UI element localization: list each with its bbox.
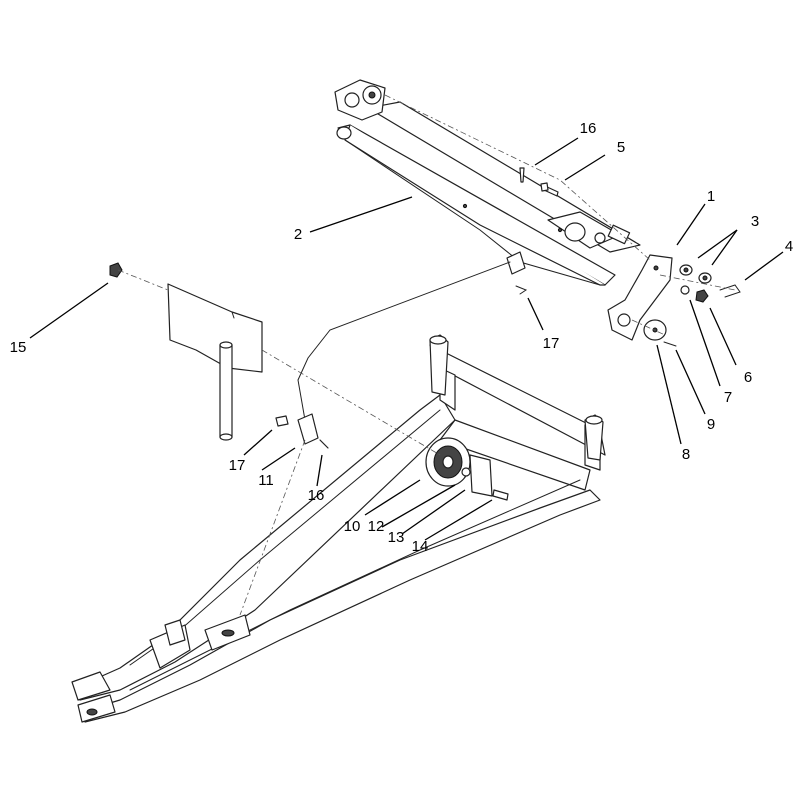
callout-17-right: 17: [543, 335, 560, 352]
mount-plate: [607, 254, 673, 341]
linkage-rod: [275, 261, 511, 449]
callout-10: 10: [344, 518, 361, 535]
callout-14: 14: [412, 538, 429, 555]
callout-1: 1: [707, 188, 715, 205]
callout-15: 15: [10, 339, 27, 356]
hardware-right: [643, 264, 741, 347]
callout-8: 8: [682, 446, 690, 463]
callout-17-left: 17: [229, 457, 246, 474]
callout-4: 4: [785, 238, 793, 255]
callout-7: 7: [724, 389, 732, 406]
trailer-frame: [71, 334, 606, 723]
callout-9: 9: [707, 416, 715, 433]
pivot-bar: [334, 79, 641, 286]
leader-lines: [29, 137, 784, 541]
assembly-lines: [117, 94, 736, 616]
callout-16-top: 16: [580, 120, 597, 137]
callout-2: 2: [294, 226, 302, 243]
guard-plate: [109, 262, 263, 441]
callout-16-bottom: 16: [308, 487, 325, 504]
hardware-top: [506, 167, 559, 295]
callout-13: 13: [388, 529, 405, 546]
callout-12: 12: [368, 518, 385, 535]
callout-11: 11: [258, 472, 274, 489]
callout-6: 6: [744, 369, 752, 386]
callout-3: 3: [751, 213, 759, 230]
callouts: 1 2 3 4 5 6 7 8 9 10 11 12 13 14 15 16 1…: [10, 120, 794, 555]
pulley-assembly: [425, 437, 509, 501]
callout-5: 5: [617, 139, 625, 156]
